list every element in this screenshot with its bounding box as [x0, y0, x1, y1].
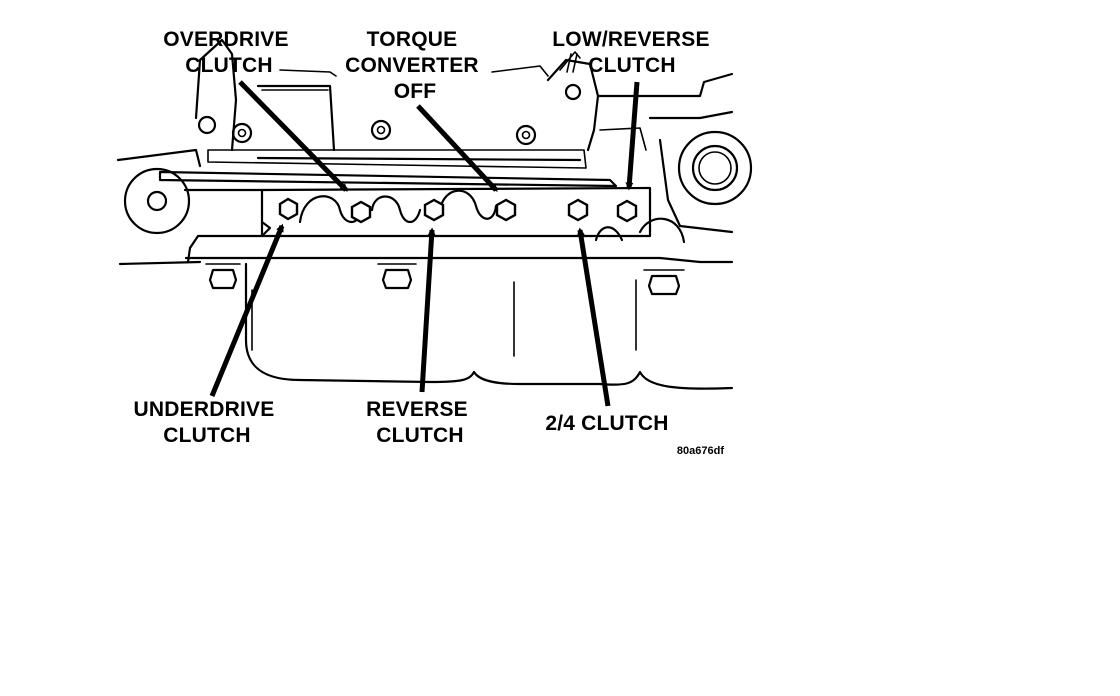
low-reverse-leader-arrow — [625, 81, 640, 191]
figure-code: 80a676df — [677, 445, 724, 457]
housing-bolt — [515, 124, 537, 146]
reverse-clutch-label: REVERSE CLUTCH — [366, 398, 474, 447]
overdrive-leader-arrow — [238, 80, 348, 192]
pan-bolt — [377, 263, 417, 290]
reverse-leader-arrow — [419, 227, 436, 393]
housing-bolt — [370, 119, 392, 141]
pressure-port-2-4 — [567, 198, 589, 222]
left-mount-boss — [123, 167, 191, 235]
housing-bolt — [197, 115, 217, 135]
overdrive-clutch-label: OVERDRIVE CLUTCH — [163, 28, 295, 77]
low-reverse-tick-mark — [566, 53, 572, 73]
pressure-port-torque-converter-off — [495, 198, 517, 222]
torque-converter-off-label: TORQUE CONVERTER OFF — [345, 28, 485, 103]
low-reverse-tick-mark — [572, 53, 578, 73]
underdrive-leader-arrow — [209, 223, 285, 397]
housing-bolt — [231, 122, 253, 144]
pressure-port-low-reverse — [616, 199, 638, 223]
torque-converter-label-connector — [491, 65, 549, 77]
pressure-port-overdrive — [350, 200, 372, 224]
2-4-leader-arrow — [576, 227, 611, 407]
pressure-port-reverse — [423, 198, 445, 222]
leader-arrows — [209, 53, 640, 407]
housing-bolt — [564, 83, 582, 101]
pressure-port-underdrive — [278, 197, 299, 221]
underdrive-clutch-label: UNDERDRIVE CLUTCH — [134, 398, 281, 447]
overdrive-label-connector — [279, 69, 337, 77]
2-4-clutch-label: 2/4 CLUTCH — [545, 412, 668, 435]
torque-converter-leader-arrow — [416, 104, 498, 192]
low-reverse-clutch-label: LOW/REVERSE CLUTCH — [552, 28, 715, 77]
output-bearing — [677, 130, 753, 206]
pan-bolt — [205, 263, 241, 290]
pan-bolt — [643, 269, 685, 296]
